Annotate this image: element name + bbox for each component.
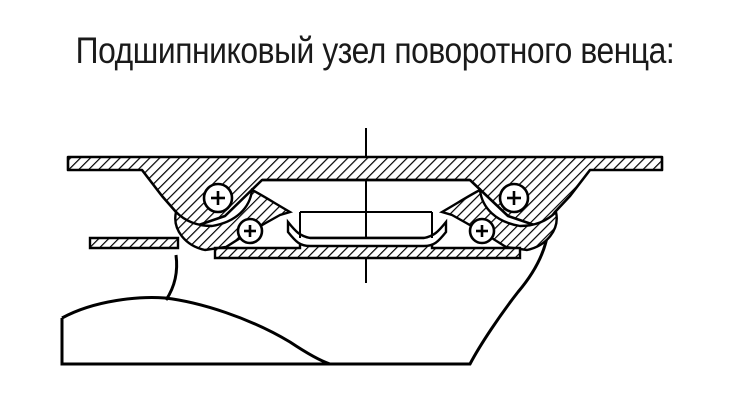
wheel-hub-line xyxy=(164,254,179,301)
left-fork-arm xyxy=(88,236,180,250)
left-bearing-race xyxy=(174,188,294,252)
figure-title: Подшипниковый узел поворотного венца: xyxy=(75,30,675,71)
ball-bearing-upper-left xyxy=(202,182,234,214)
center-cup xyxy=(286,218,448,248)
wheel-body xyxy=(61,231,550,366)
ball-bearing-upper-right xyxy=(498,182,530,214)
ball-bearing-lower-left xyxy=(236,217,264,245)
ball-bearing-lower-right xyxy=(468,217,496,245)
right-bearing-race xyxy=(438,188,558,252)
wheel-base xyxy=(60,318,330,366)
